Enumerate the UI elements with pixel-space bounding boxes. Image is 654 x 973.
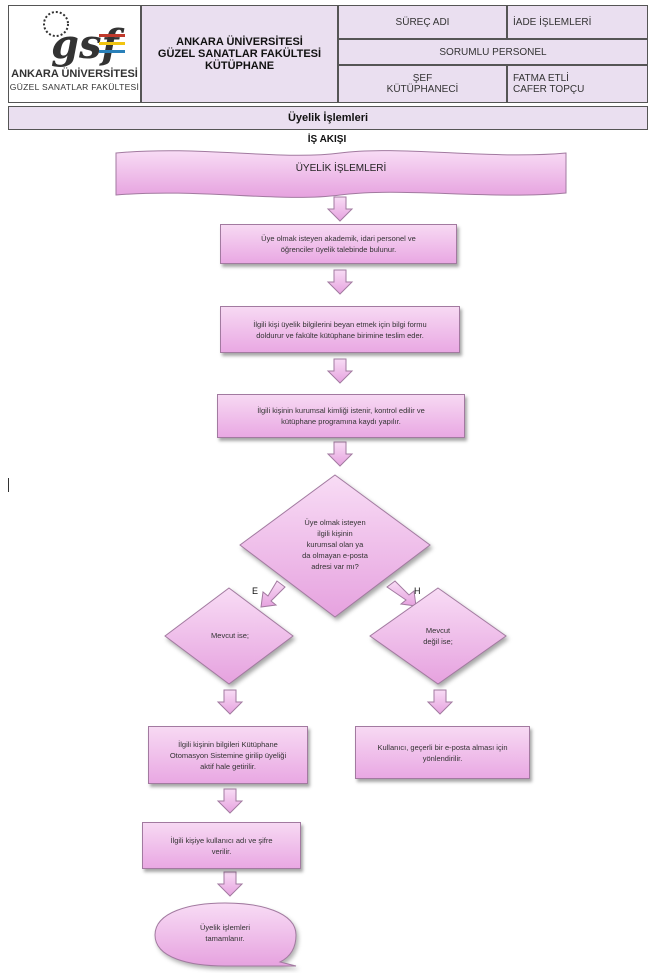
end-shape <box>154 902 297 967</box>
step-activate-membership: İlgili kişinin bilgileri Kütüphane Otoma… <box>148 726 308 784</box>
institution-line1: ANKARA ÜNİVERSİTESİ <box>176 36 303 48</box>
subject-title: Üyelik İşlemleri <box>8 106 648 130</box>
no-case-line1: Mevcut <box>425 626 451 635</box>
yes-case-text: Mevcut ise; <box>211 631 249 640</box>
arrow-diag-right <box>386 580 417 607</box>
step-redirect-email: Kullanıcı, geçerli bir e-posta alması iç… <box>355 726 530 779</box>
arrow-down-3 <box>326 358 354 384</box>
decision-line2: ilgili kişinin <box>317 529 353 538</box>
arrow-down-2 <box>326 269 354 295</box>
text-cursor-mark <box>8 478 9 492</box>
banner-shape <box>115 150 567 198</box>
decision-text: Üye olmak isteyen ilgili kişinin kurumsa… <box>280 517 390 572</box>
flow-title: İŞ AKIŞI <box>307 134 347 145</box>
credentials-line1: İlgili kişiye kullanıcı adı ve şifre <box>170 835 273 845</box>
step-credentials: İlgili kişiye kullanıcı adı ve şifre ver… <box>142 822 301 869</box>
credentials-line2: verilir. <box>211 846 232 856</box>
no-label: H <box>414 586 421 596</box>
arrow-down-4 <box>326 441 354 467</box>
arrow-down-7 <box>216 788 244 814</box>
yes-step-line2: Otomasyon Sistemine girilip üyeliği <box>169 750 287 760</box>
logo-graphic: gsf <box>43 11 125 68</box>
no-case-text: Mevcut değil ise; <box>388 625 488 647</box>
no-case-line2: değil ise; <box>423 637 453 646</box>
names-cell: FATMA ETLİ CAFER TOPÇU <box>507 65 648 103</box>
process-label: SÜREÇ ADI <box>338 5 507 39</box>
decision-line1: Üye olmak isteyen <box>304 518 366 527</box>
no-step-line1: Kullanıcı, geçerli bir e-posta alması iç… <box>377 742 508 752</box>
decision-line4: da olmayan e-posta <box>302 551 368 560</box>
role-line2: KÜTÜPHANECİ <box>386 84 459 95</box>
logo-line1: ANKARA ÜNİVERSİTESİ <box>11 68 138 80</box>
name-1: FATMA ETLİ <box>513 73 569 84</box>
step-info-form: İlgili kişi üyelik bilgilerini beyan etm… <box>220 306 460 353</box>
end-text: Üyelik işlemleri tamamlanır. <box>170 922 280 944</box>
decision-diamond <box>239 474 431 618</box>
step-membership-request: Üye olmak isteyen akademik, idari person… <box>220 224 457 264</box>
step3-line1: İlgili kişinin kurumsal kimliği istenir,… <box>257 406 425 415</box>
name-2: CAFER TOPÇU <box>513 84 585 95</box>
yes-case-diamond <box>164 587 294 685</box>
yes-label: E <box>252 586 259 596</box>
arrow-down-6 <box>426 689 454 715</box>
arrow-down-5 <box>216 689 244 715</box>
institution-cell: ANKARA ÜNİVERSİTESİ GÜZEL SANATLAR FAKÜL… <box>141 5 338 103</box>
process-value: İADE İŞLEMLERİ <box>507 5 648 39</box>
role-cell: ŞEF KÜTÜPHANECİ <box>338 65 507 103</box>
institution-line2: GÜZEL SANATLAR FAKÜLTESİ <box>157 48 322 60</box>
step1-line1: Üye olmak isteyen akademik, idari person… <box>261 234 416 243</box>
decision-line5: adresi var mı? <box>311 562 359 571</box>
logo-line2: GÜZEL SANATLAR FAKÜLTESİ <box>9 82 140 92</box>
arrow-diag-left <box>260 580 286 608</box>
responsible-label: SORUMLU PERSONEL <box>338 39 648 65</box>
no-case-diamond <box>369 587 507 685</box>
role-line1: ŞEF <box>412 73 433 84</box>
arrow-down-8 <box>216 871 244 897</box>
step-identity-check: İlgili kişinin kurumsal kimliği istenir,… <box>217 394 465 438</box>
arrow-down-1 <box>326 196 354 222</box>
end-line1: Üyelik işlemleri <box>199 923 250 932</box>
yes-step-line1: İlgili kişinin bilgileri Kütüphane <box>178 739 278 749</box>
yes-step-line3: aktif hale getirilir. <box>200 761 256 771</box>
no-step-line2: yönlendirilir. <box>422 753 463 763</box>
banner-text: ÜYELİK İŞLEMLERİ <box>295 163 387 174</box>
faculty-logo: gsf ANKARA ÜNİVERSİTESİ GÜZEL SANATLAR F… <box>8 5 141 103</box>
decision-line3: kurumsal olan ya <box>306 540 364 549</box>
step1-line2: öğrenciler üyelik talebinde bulunur. <box>280 245 397 254</box>
step3-line2: kütüphane programına kaydı yapılır. <box>281 417 401 426</box>
step2-line1: İlgili kişi üyelik bilgilerini beyan etm… <box>253 319 427 329</box>
end-line2: tamamlanır. <box>205 934 245 943</box>
institution-line3: KÜTÜPHANE <box>204 60 275 72</box>
step2-line2: doldurur ve fakülte kütüphane birimine t… <box>256 330 424 340</box>
